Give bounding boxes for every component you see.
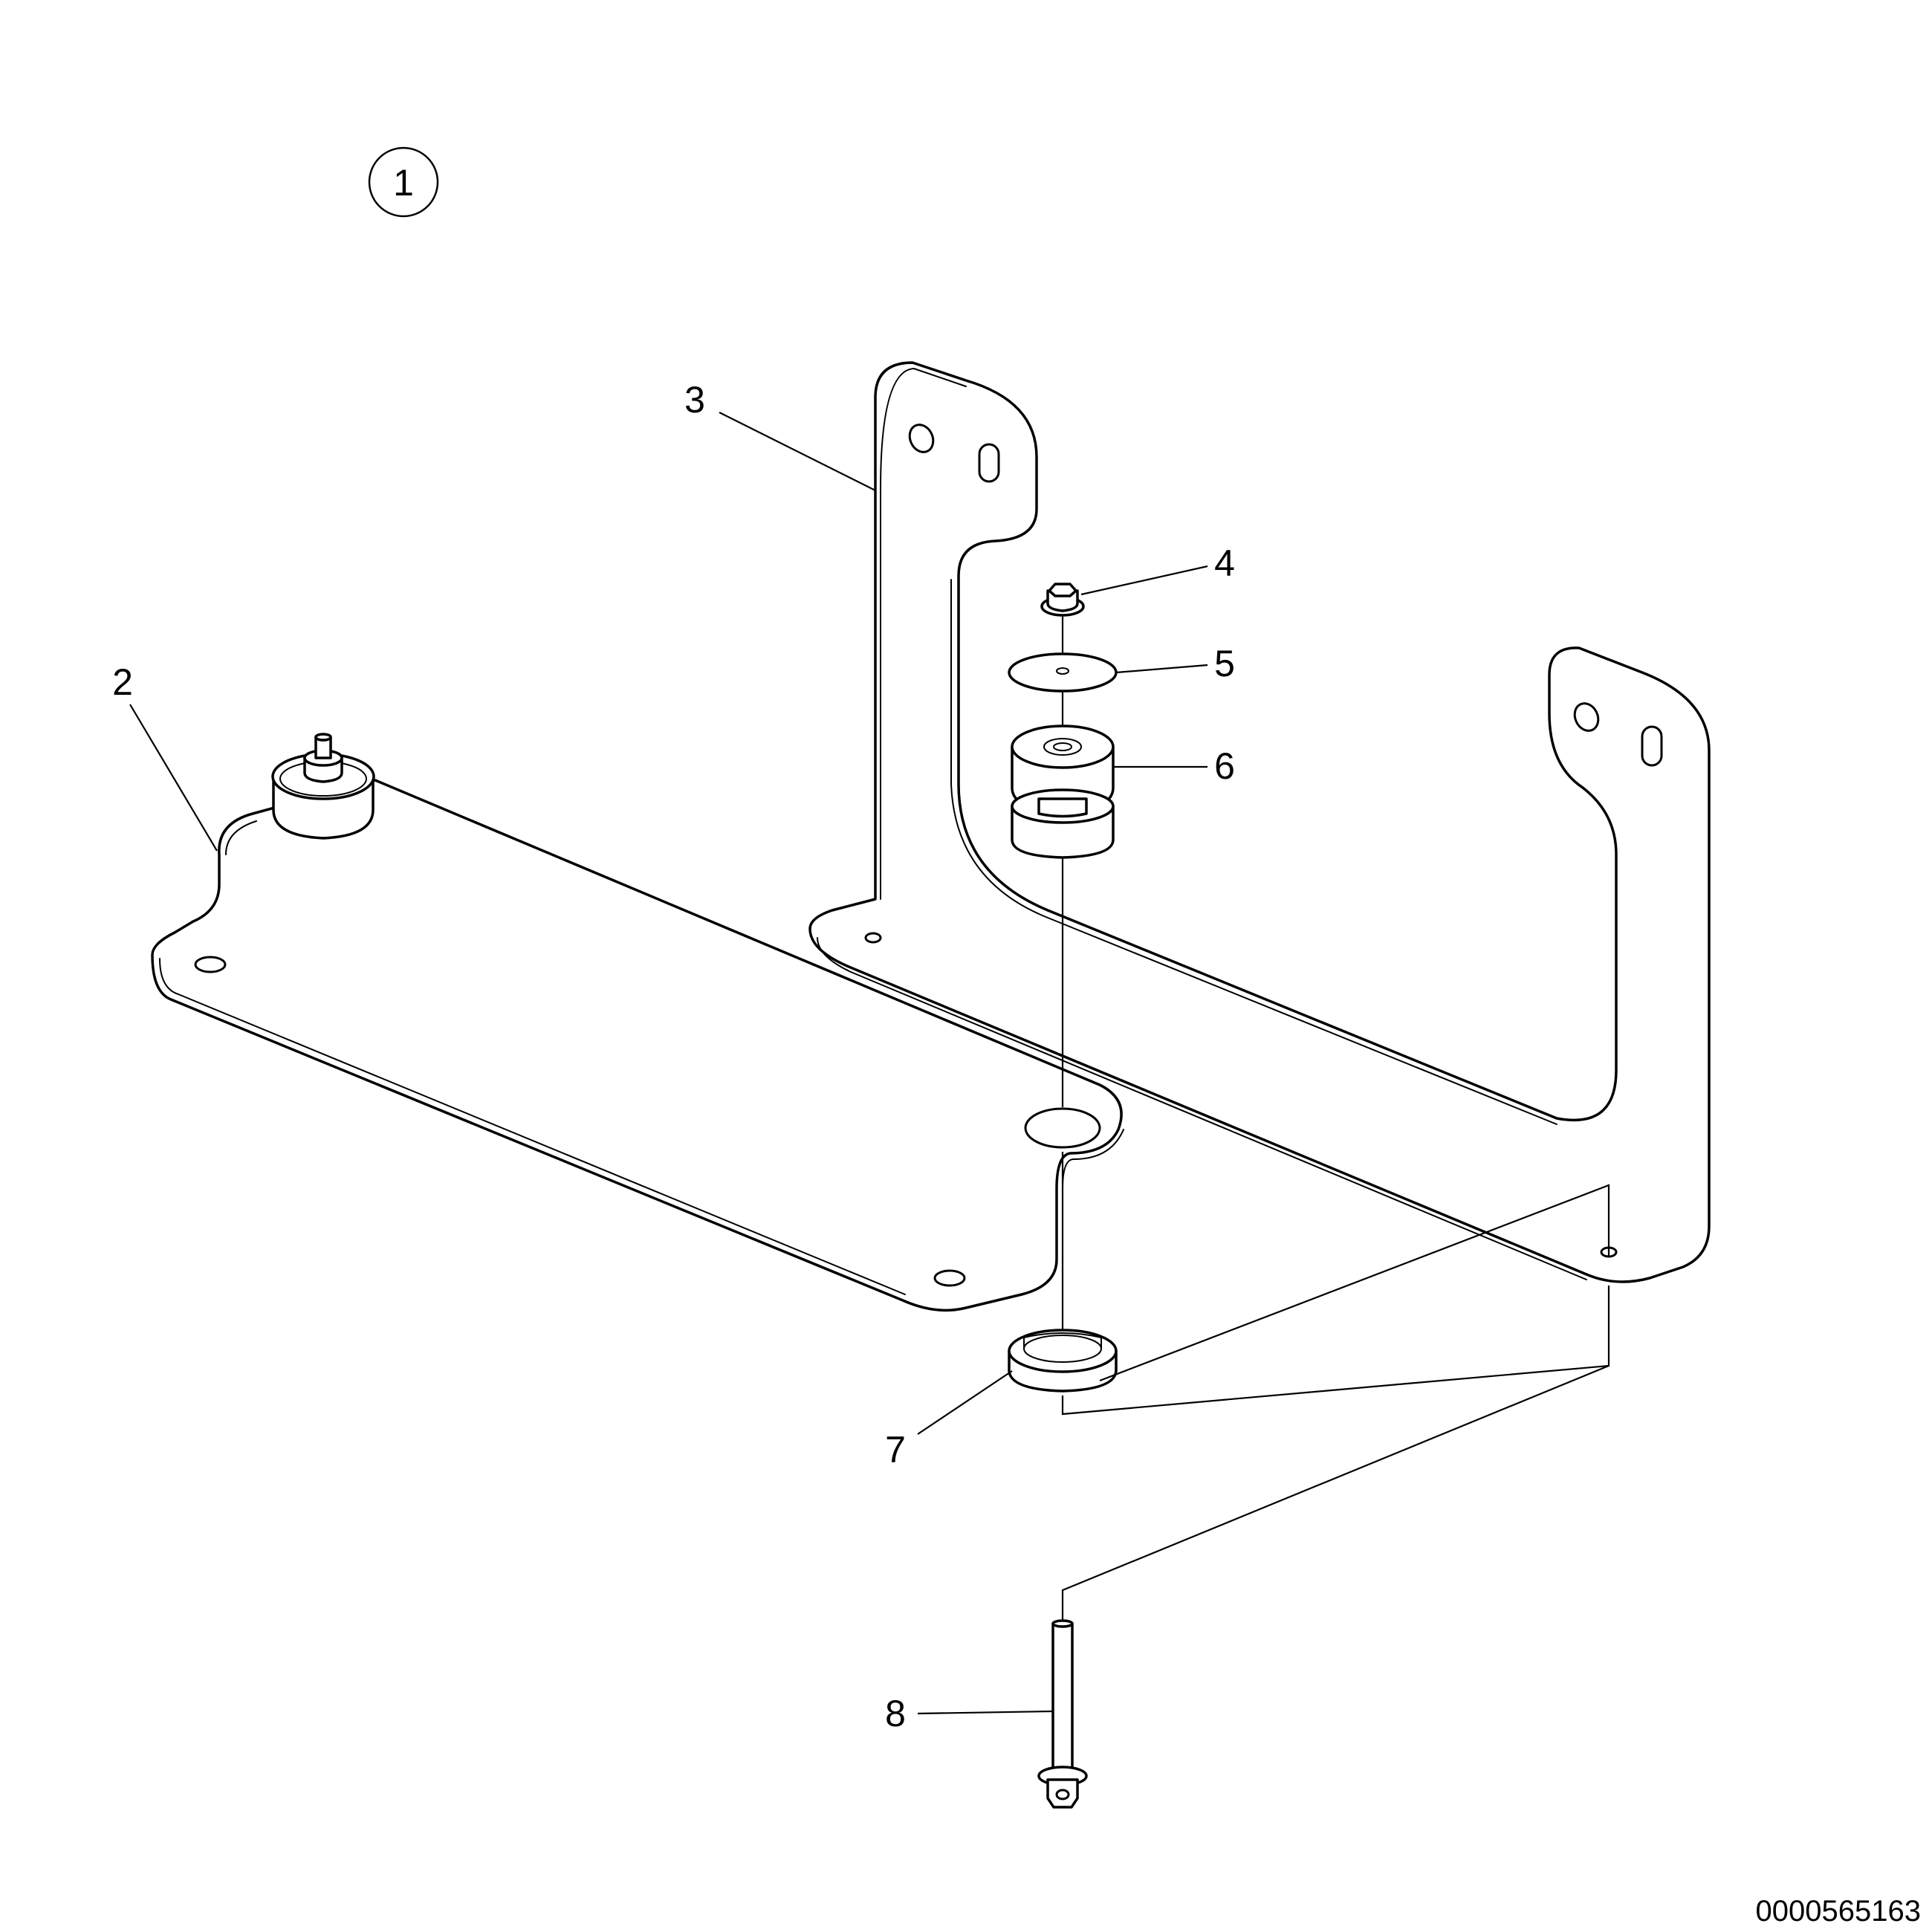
u-bracket bbox=[808, 361, 1711, 1283]
callout-number-3: 3 bbox=[684, 379, 705, 421]
spacer-ring bbox=[1008, 1329, 1118, 1393]
callout-7: 7 bbox=[885, 1370, 1013, 1471]
flat-washer bbox=[1008, 652, 1118, 693]
assembly-path-lines bbox=[1061, 1184, 1610, 1620]
callout-number-7: 7 bbox=[885, 1429, 906, 1471]
callout-6: 6 bbox=[1113, 745, 1235, 787]
callout-3: 3 bbox=[684, 379, 876, 491]
callout-8: 8 bbox=[885, 1693, 1054, 1734]
view-number: 1 bbox=[393, 162, 414, 204]
document-number: 0000565163 bbox=[1756, 1895, 1921, 1928]
callout-5: 5 bbox=[1115, 643, 1235, 684]
callout-2: 2 bbox=[112, 661, 218, 852]
callout-number-5: 5 bbox=[1214, 643, 1235, 684]
flange-nut bbox=[1040, 583, 1085, 617]
mounting-plate bbox=[151, 779, 1124, 1312]
callout-number-4: 4 bbox=[1214, 542, 1235, 584]
plate-isolator bbox=[271, 733, 375, 840]
callout-number-8: 8 bbox=[885, 1693, 906, 1734]
rubber-isolator bbox=[1011, 724, 1115, 859]
view-number-marker: 1 bbox=[368, 146, 439, 218]
callout-4: 4 bbox=[1080, 542, 1235, 596]
callout-number-6: 6 bbox=[1214, 745, 1235, 787]
callout-number-2: 2 bbox=[112, 661, 133, 703]
long-bolt bbox=[1037, 1619, 1088, 1809]
